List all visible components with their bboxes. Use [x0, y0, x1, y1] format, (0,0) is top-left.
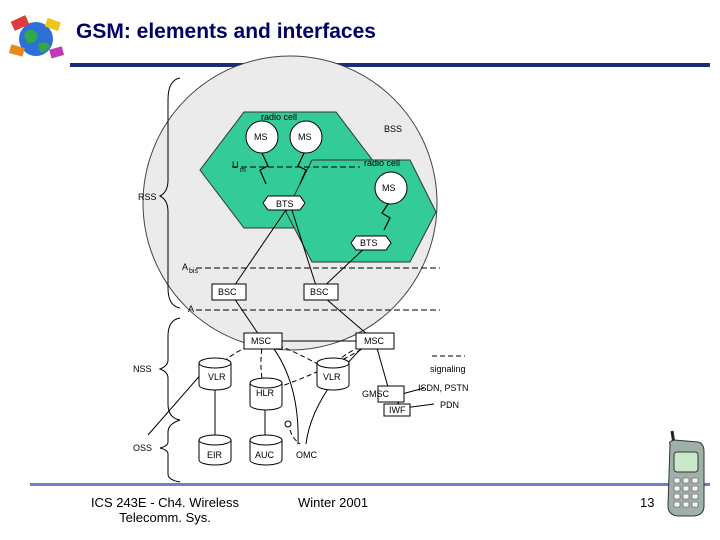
slide-title: GSM: elements and interfaces — [76, 20, 376, 43]
omc-signal — [289, 429, 301, 445]
vlr-eir-connector — [147, 371, 204, 436]
signaling-label: signaling — [430, 364, 466, 374]
bts-label-2: BTS — [360, 238, 378, 248]
hlr-database — [249, 377, 283, 411]
ms-label-1: MS — [254, 132, 268, 142]
vlr-label-1: VLR — [208, 372, 226, 382]
abis-label: A — [182, 262, 188, 272]
ms-node-2 — [289, 120, 323, 154]
gmsc-label: GMSC — [362, 389, 390, 399]
a-interface-label: A — [188, 304, 194, 314]
nss-bracket — [158, 317, 181, 421]
gmsc-node — [377, 385, 405, 403]
bsc-label-1: BSC — [218, 287, 237, 297]
radio-cell-label-1: radio cell — [261, 112, 297, 122]
vlr-label-2: VLR — [323, 372, 341, 382]
oss-label: OSS — [133, 443, 152, 453]
um-label: U — [232, 160, 239, 170]
bss-label: BSS — [384, 124, 402, 134]
msc1-vlr1-signal — [214, 340, 264, 373]
bts-node-1 — [262, 195, 306, 211]
footer-term: Winter 2001 — [298, 495, 369, 510]
bsc-node-1 — [211, 283, 247, 301]
footer-course: ICS 243E - Ch4. Wireless Telecomm. Sys. — [80, 495, 250, 525]
radio-link-bolt-1 — [259, 152, 269, 185]
eir-label: EIR — [207, 450, 223, 460]
auc-database — [249, 434, 283, 466]
msc2-gmsc-link — [374, 340, 391, 395]
msc-node-1 — [243, 332, 283, 350]
ms-label-3: MS — [382, 183, 396, 193]
msc1-omc-link — [267, 340, 299, 445]
bsc-label-2: BSC — [310, 287, 329, 297]
footer-rule — [30, 483, 710, 486]
oss-bracket — [159, 419, 181, 483]
radio-link-bolt-3 — [381, 203, 391, 231]
footer-course-line1: ICS 243E - Ch4. Wireless — [90, 495, 240, 510]
msc-label-2: MSC — [364, 336, 385, 346]
rss-label: RSS — [138, 192, 157, 202]
ms-node-3 — [374, 171, 408, 205]
msc-node-2 — [355, 332, 395, 350]
iwf-node — [383, 403, 411, 417]
page-number: 13 — [640, 495, 655, 510]
iwf-label: IWF — [389, 405, 406, 415]
bts1-bsc2-link — [289, 203, 319, 293]
vlr-database-1 — [198, 357, 232, 391]
ms-label-2: MS — [298, 132, 312, 142]
um-subscript: m — [240, 167, 246, 174]
msc-label-1: MSC — [251, 336, 272, 346]
omc-connector — [284, 420, 292, 428]
footer-course-line2: Telecomm. Sys. — [119, 510, 211, 525]
omc-label: OMC — [296, 450, 317, 460]
mobile-phone-icon — [667, 430, 705, 517]
msc2-omc-link — [305, 339, 371, 445]
hlr-label: HLR — [256, 388, 275, 398]
bts-label-1: BTS — [276, 199, 294, 209]
radio-cell-label-2: radio cell — [364, 158, 400, 168]
globe-logo-icon — [8, 15, 65, 59]
gmsc-isdn-link — [401, 387, 425, 395]
abis-subscript: bis — [189, 268, 198, 275]
vlr-database-2 — [316, 357, 350, 391]
bsc-node-2 — [303, 283, 339, 301]
title-rule — [70, 63, 710, 67]
eir-database — [198, 434, 232, 466]
radio-link-bolt-2 — [297, 152, 307, 185]
isdn-pstn-label: ISDN, PSTN — [418, 383, 469, 393]
nss-label: NSS — [133, 364, 152, 374]
bts-node-2 — [350, 235, 392, 251]
rss-bracket — [158, 77, 181, 309]
pdn-label: PDN — [440, 400, 459, 410]
auc-label: AUC — [255, 450, 275, 460]
bts1-bsc1-link — [229, 203, 291, 293]
